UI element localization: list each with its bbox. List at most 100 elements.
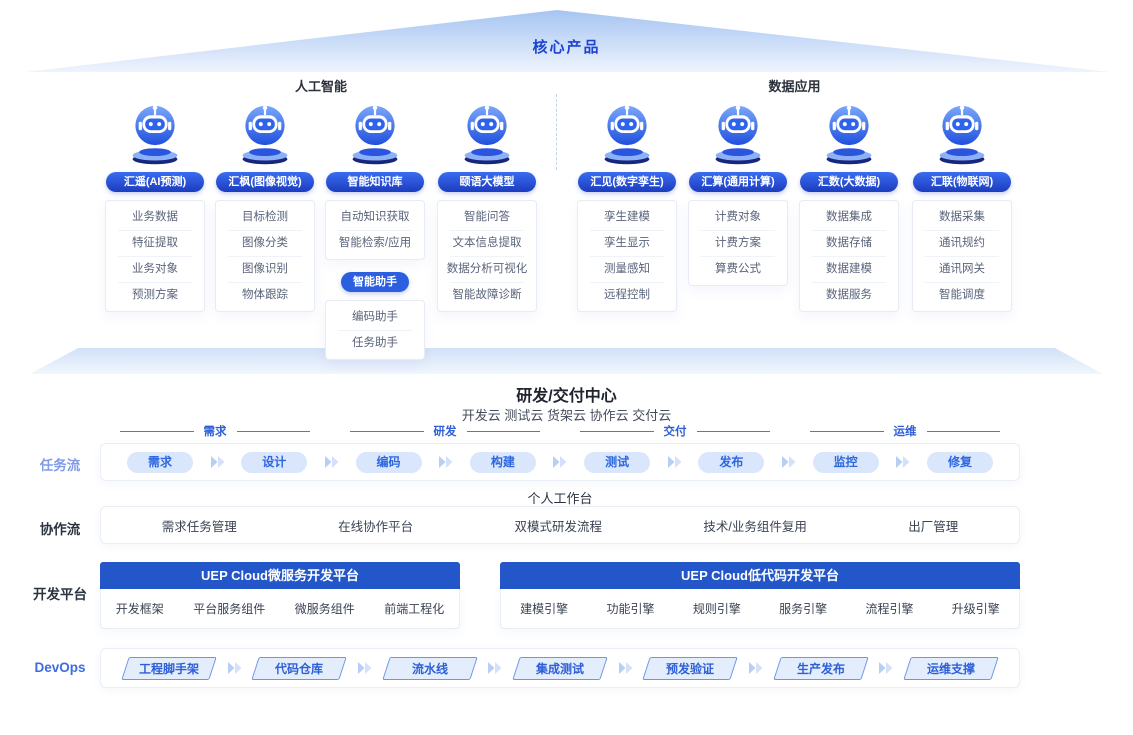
robot-icon (242, 105, 288, 165)
devops-step-text: 工程脚手架 (138, 661, 199, 676)
collab-item: 在线协作平台 (338, 519, 414, 534)
feature-list: 编码助手任务助手 (325, 300, 425, 360)
devops-step-pill: 生产发布 (772, 656, 869, 680)
product-column: 汇数(大数据) 数据集成数据存储数据建模数据服务 (799, 100, 899, 312)
robot-icon (352, 105, 398, 165)
platform-base-shape (30, 348, 1103, 374)
stage-line (926, 430, 1000, 432)
task-step-pill: 需求 (127, 451, 193, 473)
feature-item: 编码助手 (352, 311, 398, 323)
product-column: 汇遥(AI预测)业务数据特征提取业务对象预测方案 (105, 100, 205, 312)
product-column: 汇见(数字孪生)孪生建模孪生显示测量感知远程控制 (577, 100, 677, 312)
platform-item: 规则引擎 (692, 602, 741, 616)
product-column: 智能知识库自动知识获取智能检索/应用智能助手编码助手任务助手 (325, 100, 425, 360)
arrow-icon (667, 456, 682, 468)
robot-icon (464, 105, 510, 165)
feature-item: 远程控制 (578, 282, 676, 308)
robot-icon (604, 105, 650, 165)
taskflow-box: 需求设计编码构建测试发布监控修复 (100, 443, 1020, 481)
stage-line (466, 430, 540, 432)
product-column: 颐语大模型智能问答文本信息提取数据分析可视化智能故障诊断 (437, 100, 537, 312)
platform-title-bar: UEP Cloud微服务开发平台 (100, 562, 460, 589)
arrow-icon (896, 456, 910, 468)
devops-step-pill: 代码仓库 (251, 656, 348, 680)
task-step-pill: 设计 (241, 451, 308, 473)
feature-item: 物体跟踪 (216, 282, 314, 308)
feature-item: 数据集成 (826, 211, 872, 223)
taskflow-label: 任务流 (39, 458, 81, 473)
devops-step-text: 集成测试 (535, 661, 584, 676)
devops-step-pill: 流水线 (381, 656, 478, 680)
platform-item: 功能引擎 (606, 602, 655, 616)
stage-label: 交付 (663, 426, 687, 438)
delivery-center-subtitle: 开发云 测试云 货架云 协作云 交付云 (461, 408, 672, 423)
arrow-icon (553, 456, 567, 468)
collabflow-label: 协作流 (39, 522, 81, 537)
feature-item: 文本信息提取 (438, 230, 536, 256)
feature-item: 智能检索/应用 (326, 230, 424, 256)
devops-step-text: 代码仓库 (275, 661, 324, 676)
arrow-icon (782, 456, 796, 468)
devops-step-pill: 运维支撑 (903, 656, 999, 680)
stage-headers: 需求研发交付运维 (100, 424, 1020, 438)
feature-item: 通讯网关 (913, 256, 1011, 282)
feature-item: 任务助手 (326, 330, 424, 356)
arrow-icon (879, 662, 893, 674)
product-name-pill: 汇联(物联网) (913, 172, 1011, 192)
feature-list: 计费对象计费方案算费公式 (688, 200, 788, 286)
feature-item: 图像分类 (216, 230, 314, 256)
feature-list: 数据集成数据存储数据建模数据服务 (799, 200, 899, 312)
platform-card: UEP Cloud低代码开发平台建模引擎功能引擎规则引擎服务引擎流程引擎升级引擎 (500, 562, 1020, 629)
task-step-pill: 监控 (812, 451, 879, 473)
stage-label: 运维 (893, 426, 917, 438)
feature-item: 计费方案 (689, 230, 787, 256)
task-step-pill: 构建 (469, 451, 536, 473)
stage-line (350, 430, 424, 432)
feature-item: 智能故障诊断 (438, 282, 536, 308)
collab-item: 需求任务管理 (161, 519, 237, 534)
feature-item: 智能问答 (464, 211, 510, 223)
feature-item: 计费对象 (715, 211, 761, 223)
product-name-pill: 汇数(大数据) (800, 172, 898, 192)
arrow-icon (439, 456, 453, 468)
stage-header: 研发 (330, 424, 560, 438)
task-step-pill: 修复 (926, 451, 993, 473)
feature-item: 通讯规约 (913, 230, 1011, 256)
collab-item: 出厂管理 (908, 519, 959, 534)
stage-header: 交付 (560, 424, 790, 438)
task-step-pill: 发布 (698, 451, 765, 473)
collab-item: 双模式研发流程 (514, 519, 603, 534)
devops-step-text: 生产发布 (796, 661, 845, 676)
devops-step-text: 运维支撑 (926, 661, 975, 676)
feature-item: 特征提取 (106, 230, 204, 256)
feature-item: 数据分析可视化 (438, 256, 536, 282)
stage-line (696, 430, 770, 432)
core-product-label: 核心产品 (532, 39, 601, 56)
feature-item: 智能调度 (913, 282, 1011, 308)
feature-item: 测量感知 (578, 256, 676, 282)
stage-header: 运维 (790, 424, 1020, 438)
product-column: 汇联(物联网) 数据采集通讯规约通讯网关智能调度 (912, 100, 1012, 312)
product-name-pill: 智能知识库 (326, 172, 424, 192)
feature-item: 业务对象 (106, 256, 204, 282)
stage-label: 研发 (433, 426, 457, 438)
devops-label: DevOps (34, 660, 86, 675)
stage-line (810, 430, 884, 432)
product-name-pill: 汇算(通用计算) (689, 172, 787, 192)
devops-step-text: 预发验证 (666, 661, 715, 676)
group-label-ai: 人工智能 (294, 79, 347, 94)
delivery-center-title: 研发/交付中心 (516, 388, 617, 405)
platform-item: 升级引擎 (951, 602, 1000, 616)
group-divider (556, 94, 557, 170)
platform-item-row: 建模引擎功能引擎规则引擎服务引擎流程引擎升级引擎 (500, 589, 1020, 629)
robot-icon (715, 105, 761, 165)
devops-step-pill: 集成测试 (512, 656, 608, 680)
assistant-pill: 智能助手 (341, 272, 409, 292)
product-column: 汇算(通用计算)计费对象计费方案算费公式 (688, 100, 788, 286)
feature-item: 数据采集 (939, 211, 985, 223)
arrow-icon (618, 662, 633, 674)
platform-item: 前端工程化 (384, 602, 445, 616)
robot-icon (939, 105, 985, 165)
feature-item: 数据服务 (800, 282, 898, 308)
collabflow-box: 需求任务管理在线协作平台双模式研发流程技术/业务组件复用出厂管理 (100, 506, 1020, 544)
